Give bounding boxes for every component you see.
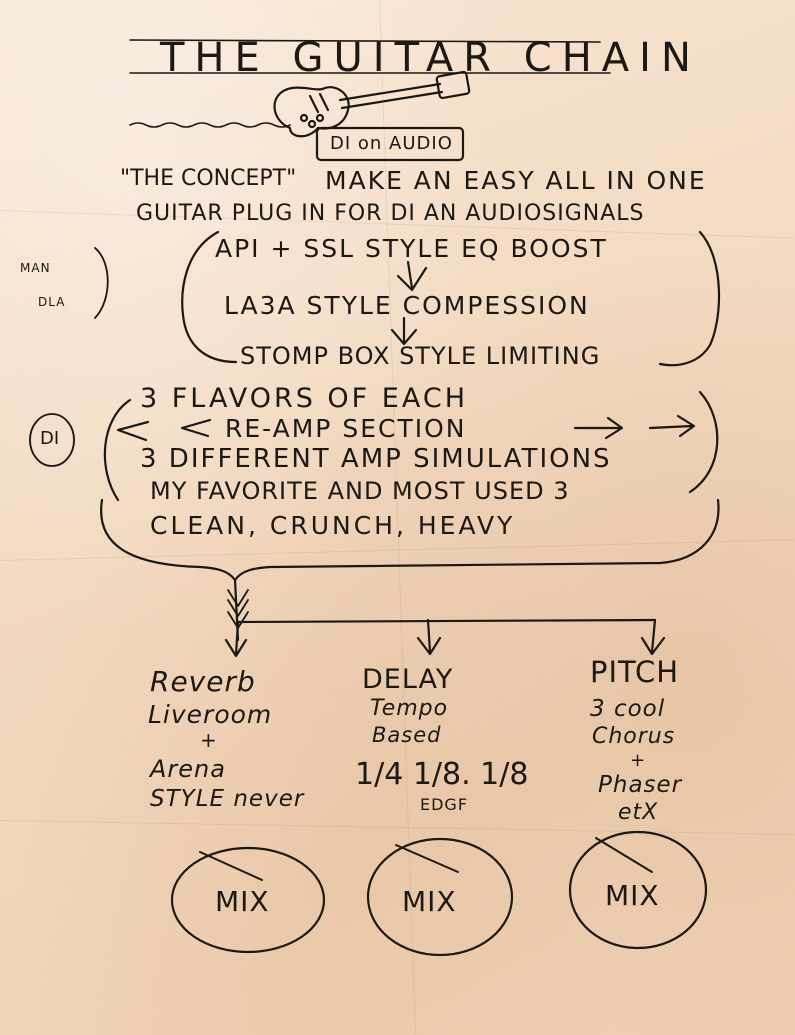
reamp-arrow-right-2 (648, 414, 696, 438)
mix-circle-pitch (568, 830, 708, 950)
effect-reverb-title: Reverb (150, 665, 256, 698)
amp-line-4: MY FAVORITE AND MOST USED 3 (150, 477, 570, 505)
concept-line-2: GUITAR PLUG IN FOR DI AN AUDIOSIGNALS (136, 201, 645, 226)
amp-reamp: RE-AMP SECTION (225, 414, 467, 443)
brace-left-chain (181, 230, 238, 364)
split-line (236, 618, 657, 624)
reamp-arrow-right-1 (573, 416, 624, 440)
reamp-arrow-left-2 (180, 418, 212, 438)
chain-limit: STOMP BOX STYLE LIMITING (240, 342, 601, 370)
amp-line-1: 3 FLAVORS OF EACH (140, 383, 469, 414)
di-badge-box (315, 126, 465, 162)
amp-bracket-left (103, 398, 132, 502)
di-circle (29, 413, 75, 467)
side-note-dla: DLA (38, 295, 66, 309)
amp-line-5: CLEAN, CRUNCH, HEAVY (150, 511, 516, 540)
amp-bracket-right (688, 390, 719, 494)
concept-label: "THE CONCEPT" (120, 166, 297, 191)
concept-line-1: MAKE AN EASY ALL IN ONE (325, 166, 707, 195)
page-title: THE GUITAR CHAIN (160, 35, 701, 81)
effect-delay-line-4: EDGF (420, 795, 469, 814)
side-note-di: DI (40, 428, 60, 449)
di-badge: DI on AUDIO (330, 133, 453, 154)
mix-label-reverb: MIX (215, 885, 270, 918)
effect-pitch-line-4: Phaser (598, 772, 683, 798)
effect-delay-line-3: 1/4 1/8. 1/8 (355, 757, 529, 792)
effect-pitch-line-2: Chorus (592, 724, 676, 749)
chain-eq: API + SSL STYLE EQ BOOST (215, 234, 608, 263)
effect-delay-title: DELAY (362, 664, 454, 695)
effect-delay-line-1: Tempo (370, 696, 449, 721)
mix-circle-delay (366, 837, 514, 957)
mix-label-delay: MIX (402, 885, 457, 918)
arrow-delay (416, 618, 442, 656)
title-underline (129, 39, 601, 43)
effect-pitch-line-1: 3 cool (590, 696, 666, 722)
mix-label-pitch: MIX (605, 879, 660, 912)
effect-reverb-line-2: + (200, 728, 218, 752)
arrow-reverb (224, 620, 248, 658)
effect-pitch-line-3: + (630, 750, 647, 771)
effect-reverb-line-1: Liveroom (148, 700, 273, 729)
arrow-comp-to-limit (390, 316, 418, 346)
amp-line-3: 3 DIFFERENT AMP SIMULATIONS (140, 444, 612, 474)
side-note-man: MAN (20, 261, 51, 275)
chain-comp: LA3A STYLE COMPESSION (224, 291, 590, 320)
arrow-pitch (640, 618, 666, 656)
effect-reverb-line-3: Arena (150, 755, 226, 783)
effect-delay-line-2: Based (372, 723, 442, 747)
guitar-icon (129, 70, 471, 138)
mix-circle-reverb (170, 846, 326, 954)
effect-pitch-line-5: etX (618, 800, 659, 825)
brace-right-chain (658, 230, 721, 367)
effect-pitch-title: PITCH (590, 655, 680, 689)
side-bracket (94, 247, 109, 319)
arrow-eq-to-comp (396, 260, 428, 292)
reamp-arrow-left-1 (116, 420, 150, 442)
effect-reverb-line-4: STYLE never (150, 786, 305, 812)
